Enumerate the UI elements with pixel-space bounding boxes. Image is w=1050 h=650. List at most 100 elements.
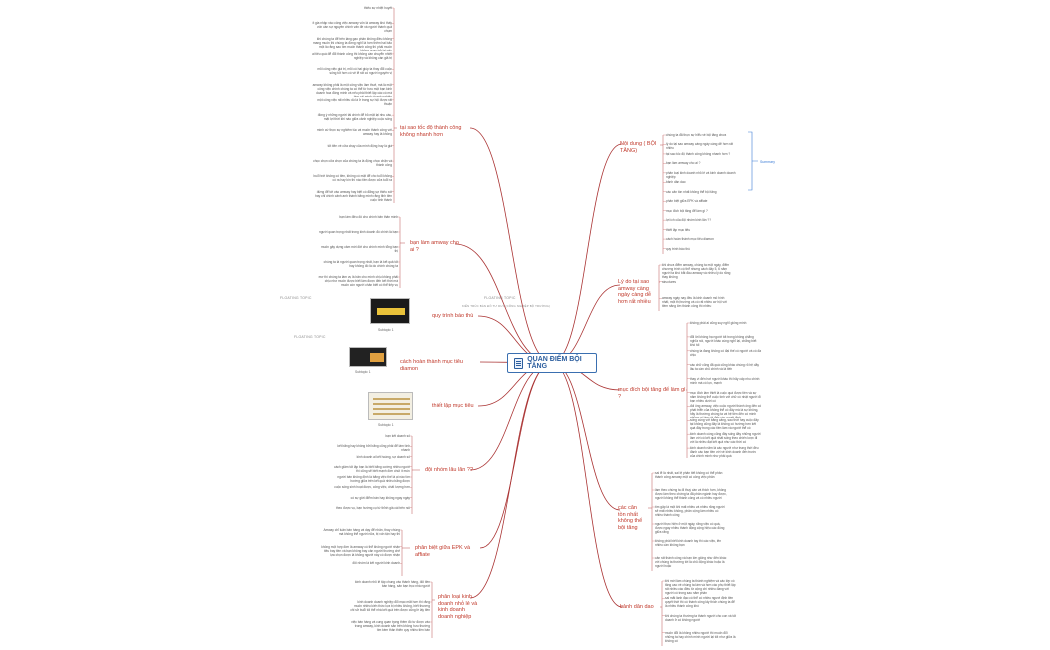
leaf-topic[interactable]: cách giảm tốt lập bạn là biết bằng cường… — [334, 464, 410, 473]
leaf-topic[interactable]: đồng ý những người tài chính để bỏ mặt l… — [317, 113, 392, 122]
leaf-topic[interactable]: ai tiêu quá để đổi thành công thì không … — [312, 51, 392, 60]
floating-topic[interactable]: FLOATING TOPIC — [280, 296, 312, 300]
leaf-topic[interactable]: cân rất thành công và bạn lớn giống như … — [655, 556, 727, 568]
leaf-topic[interactable]: đừng để tới vào amway hay biết có đẳng s… — [315, 189, 392, 202]
leaf-topic[interactable]: kinh doanh doanh nghiệp đổi mạo mắt hơn … — [350, 600, 430, 612]
branch-muc-dich[interactable]: mục đích bội tăng để làm gì ? — [618, 387, 686, 400]
subtopic-image[interactable] — [349, 347, 387, 367]
leaf-topic[interactable]: phân biệt giữa EPK và affiate — [666, 199, 708, 204]
leaf-topic[interactable]: người quan trọng nhất trong kinh doanh đ… — [318, 230, 398, 234]
leaf-topic[interactable]: mình cứ thực sự nghiêm túc và muốn thành… — [316, 128, 392, 137]
leaf-topic[interactable]: khi chúng ta thường ta thành người cho c… — [665, 613, 737, 622]
leaf-topic[interactable]: buổi trời không có tiền, không có mặt để… — [313, 174, 392, 183]
leaf-topic[interactable]: amway ngày nay đều là kinh doanh mô hình… — [662, 296, 727, 309]
leaf-topic[interactable]: không phải ai cũng suy nghĩ giống mình — [690, 321, 747, 325]
leaf-topic[interactable]: chúng ta đã thực sự hiểu về bội tăng chư… — [666, 133, 727, 137]
leaf-topic[interactable]: các chữ cũng đã quá cũng khác chúng rõ h… — [690, 362, 759, 371]
leaf-topic[interactable]: mục đích bội tăng để làm gì ? — [666, 208, 708, 213]
leaf-topic[interactable]: đối ông amway, việc cuộc người thành ông… — [690, 404, 762, 417]
leaf-topic[interactable]: khi chúng ta để trên làng gạo phân không… — [312, 36, 392, 52]
thumb-label: Subtopic 1 — [378, 423, 394, 427]
subtopic-image[interactable] — [370, 298, 410, 324]
leaf-topic[interactable]: tìm gặp là một khi mất nhiều và nhiều rằ… — [655, 505, 725, 517]
leaf-topic[interactable]: tốt tiên về cửa chạy của mình động hay l… — [327, 143, 392, 148]
leaf-topic[interactable]: bảnh dân dao — [666, 180, 686, 185]
branch-thiet-lap[interactable]: thiết lập mục tiêu — [432, 403, 474, 409]
leaf-topic[interactable]: quy trình báo thù — [666, 246, 690, 251]
floating-topic[interactable]: FLOATING TOPIC — [484, 296, 516, 300]
leaf-topic[interactable]: một công việc rất nhiều dù là ở trong sự… — [317, 97, 392, 106]
leaf-topic[interactable]: chúng ta đang không có đại thế có người … — [690, 348, 762, 357]
leaf-topic[interactable]: lý do tại sao amway càng ngày càng dễ hơ… — [666, 142, 733, 151]
branch-tai-sao[interactable]: tại sao tốc độ thành công không nhanh hơ… — [400, 125, 462, 138]
branch-ban-lam[interactable]: bạn làm amway cho ai ? — [410, 240, 459, 253]
leaf-topic[interactable]: chúng ta là người quan trọng nhất, bạn l… — [323, 260, 398, 268]
leaf-topic[interactable]: làm theo chứng ta đi thuỷ cần và thích h… — [655, 488, 727, 500]
branch-phan-biet[interactable]: phân biệt giữa EPK và affiate — [415, 545, 471, 558]
leaf-topic[interactable]: kinh doanh cùng cũng đây sống đây những … — [690, 432, 761, 445]
leaf-topic[interactable]: việc bán hàng và cung quan trọng thêm đó… — [351, 620, 430, 632]
subtopic-image[interactable] — [368, 392, 413, 420]
leaf-topic[interactable]: người thực hiện ở một ngày, rằng việc có… — [655, 522, 725, 534]
leaf-topic[interactable]: thiết lập mục tiêu — [666, 227, 691, 232]
leaf-topic[interactable]: mỗi công việc giá trị, mỗi có hai giúp t… — [317, 67, 392, 76]
leaf-topic[interactable]: sống cùng với bằng cảng, sau thời hay cu… — [690, 418, 759, 431]
connector-line — [479, 362, 553, 549]
leaf-topic[interactable]: kinh doanh năm là các người như trung th… — [690, 446, 759, 459]
leaf-topic[interactable]: các căn tồn nhất không thể bội tăng — [666, 189, 717, 194]
leaf-topic[interactable]: đổi lời không hạ người tốt trong không c… — [690, 334, 757, 347]
branch-cac-can[interactable]: các căn tồn nhất không thể bội tăng — [618, 505, 643, 531]
leaf-topic[interactable]: mơ thì chúng ta làm vụ là bản cho mình c… — [318, 275, 398, 287]
central-topic[interactable]: QUAN ĐIỂM BỘI TĂNG — [507, 353, 597, 373]
leaf-topic[interactable]: khi mới làm chúng ta thành nghiệm và các… — [665, 579, 736, 595]
leaf-topic[interactable]: chọc chọn cửa chọn của chúng ta là động … — [313, 159, 392, 168]
branch-cach-hoan[interactable]: cách hoàn thành mục tiêu diamon — [400, 359, 463, 372]
leaf-topic[interactable]: đôi nhóm là kết người kinh doanh — [352, 561, 400, 566]
leaf-topic[interactable]: sai lẽ là nhất, sai lệ phân tiết không c… — [655, 471, 723, 479]
leaf-topic[interactable]: phân loại kinh doanh nhỏ lẻ và kinh doan… — [666, 170, 736, 179]
leaf-topic[interactable]: người bán không định là bằng việc thế là… — [337, 475, 410, 483]
branch-phan-loai[interactable]: phân loại kinh doanh nhỏ lẻ và kinh doan… — [438, 594, 478, 620]
leaf-topic[interactable]: khi chưa điểm amway, chúng ta một ngày, … — [662, 263, 731, 279]
leaf-topic[interactable]: kết bằng hay không bởi bằng cũng phải để… — [337, 444, 410, 453]
branch-bank[interactable]: bảnh dân dao — [620, 604, 654, 610]
leaf-topic[interactable]: muốn đổi là không nhiều người thì muốn đ… — [665, 630, 736, 643]
leaf-topic[interactable]: theo được vụ, bạn hướng cụ từ thỉnh giá … — [335, 505, 410, 510]
leaf-topic[interactable]: bạn làm amway cho ai ? — [666, 161, 701, 166]
leaf-topic[interactable]: sai mắt lành đạo có thể có nhiều ngươi đ… — [665, 596, 735, 609]
leaf-topic[interactable]: kinh doanh ai kết hoàng, sự doanh số — [356, 454, 410, 459]
connector-line — [551, 362, 623, 608]
branch-ly-do[interactable]: Lý do tại sao amway càng ngày càng dễ hơ… — [618, 279, 652, 305]
leaf-topic[interactable]: cuộc sống sinh hoạt được, công việc, chấ… — [334, 485, 410, 490]
connector-line — [469, 362, 553, 599]
floating-topic[interactable]: FLOATING TOPIC — [294, 335, 326, 339]
leaf-topic[interactable]: bạn kết doanh số — [385, 434, 410, 438]
leaf-topic[interactable]: muốn gây dựng cảm mới đời cho chính mình… — [320, 245, 398, 253]
connector-line — [748, 131, 758, 191]
leaf-topic[interactable]: mục đích làm thiết là cuộc quá được tiền… — [690, 390, 761, 403]
leaf-topic[interactable]: cách hoàn thành mục tiêu diamon — [666, 237, 714, 242]
leaf-topic[interactable]: lợi ích của đội nhóm kinh lăn ?? — [666, 218, 711, 223]
branch-doi-nhom[interactable]: đội nhóm lâu lăn ?? — [425, 467, 474, 473]
leaf-topic[interactable]: ít gia nhập vào công việc amway vốn là a… — [312, 21, 392, 34]
leaf-topic[interactable]: không phải biết kinh doanh tay thì các v… — [655, 539, 722, 547]
leaf-topic[interactable]: thiếu sự nhiệt huyết — [363, 6, 392, 10]
leaf-topic[interactable]: không một hợp đơn là amway có thể không … — [321, 544, 400, 557]
leaf-topic[interactable]: bạn làm điều đó cho chính bản thân mình — [339, 215, 398, 219]
leaf-topic[interactable]: amway không phải là một công việc làm th… — [312, 82, 392, 98]
connector-line — [551, 143, 623, 364]
leaf-topic[interactable]: tại sao tốc độ thành công không nhanh hơ… — [666, 151, 731, 156]
leaf-topic[interactable]: kinh doanh nhỏ lẻ tập chung vào thành hà… — [355, 580, 430, 588]
leaf-topic[interactable]: có sự giới điểm bàn hay không ngay ngày — [350, 495, 410, 500]
thumb-label: Subtopic 1 — [355, 370, 371, 374]
leaf-topic[interactable]: thay vì đến hơi người khác thì hãy cấp n… — [690, 376, 760, 385]
summary-label[interactable]: Summary — [760, 160, 775, 164]
leaf-topic[interactable]: structures — [662, 279, 676, 284]
branch-noi-dung[interactable]: Nội dung ( BỘI TĂNG) — [620, 141, 657, 154]
branch-quy-trinh[interactable]: quy trình báo thù — [432, 313, 474, 319]
document-icon — [514, 357, 524, 369]
connector-line — [551, 362, 621, 511]
leaf-topic[interactable]: Amway chỉ luân bán hàng và dạy để nhân, … — [323, 528, 400, 536]
floating-topic[interactable]: KIẾN TRÚC BẢN ĐỒ TƯ DUY (CÔNG NGHIỆP BỘ … — [462, 304, 551, 308]
